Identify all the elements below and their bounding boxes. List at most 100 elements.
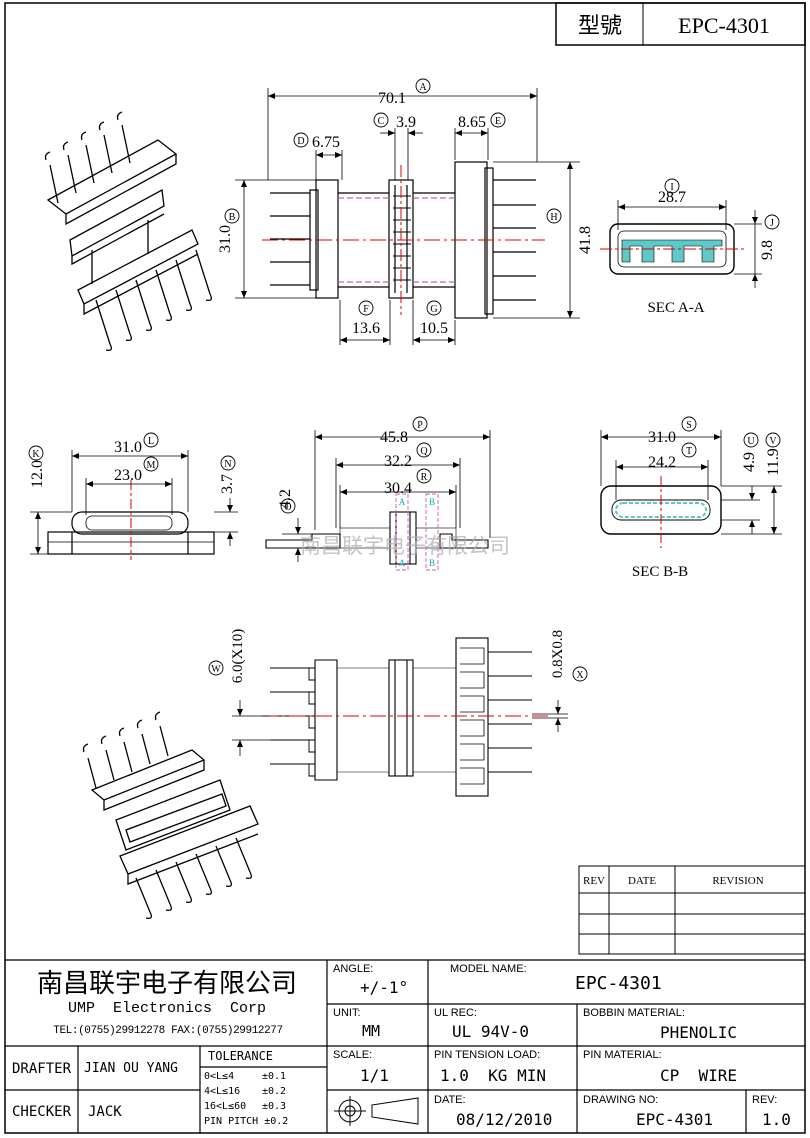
rev-col-revision: REVISION xyxy=(712,875,763,887)
dim-N: 3.7 xyxy=(219,474,236,494)
date-value: 08/12/2010 xyxy=(456,1110,553,1129)
marker-E: E xyxy=(495,116,501,127)
bobbin-material-value: PHENOLIC xyxy=(660,1023,738,1042)
dim-A: 70.1 xyxy=(378,90,406,107)
pin-tension-label: PIN TENSION LOAD: xyxy=(434,1049,541,1061)
cut-label-a-top: A xyxy=(399,497,406,507)
marker-G: G xyxy=(430,304,437,315)
rev-value: 1.0 xyxy=(762,1110,791,1129)
tolerance-value-3: ±0.3 xyxy=(262,1101,287,1112)
dim-E: 8.65 xyxy=(458,114,486,131)
tolerance-pin-pitch: PIN PITCH ±0.2 xyxy=(204,1116,289,1127)
header-model-label: 型號 xyxy=(578,13,622,38)
angle-value: +/-1° xyxy=(360,978,409,997)
dim-S: 31.0 xyxy=(648,429,676,446)
dim-D: 6.75 xyxy=(312,134,340,151)
ul-rec-value: UL 94V-0 xyxy=(452,1022,530,1041)
marker-H: H xyxy=(550,212,557,223)
dim-F: 13.6 xyxy=(352,320,380,337)
dim-J: 9.8 xyxy=(759,240,776,260)
drafter-value: JIAN OU YANG xyxy=(84,1061,178,1076)
bobbin-material-label: BOBBIN MATERIAL: xyxy=(583,1007,685,1019)
dim-M: 23.0 xyxy=(114,467,142,484)
scale-value: 1/1 xyxy=(360,1066,389,1085)
isometric-view-top xyxy=(44,111,212,352)
dim-V: 11.9 xyxy=(765,448,782,475)
dim-H: 41.8 xyxy=(577,226,594,254)
tolerance-value-1: ±0.1 xyxy=(262,1071,287,1082)
marker-O: O xyxy=(284,502,291,513)
dim-G: 10.5 xyxy=(420,320,448,337)
model-name-label: MODEL NAME: xyxy=(450,963,527,975)
watermark: 南昌联宇电子有限公司 xyxy=(300,534,510,558)
drafter-label: DRAFTER xyxy=(12,1061,72,1077)
dim-Q: 32.2 xyxy=(384,453,412,470)
angle-label: ANGLE: xyxy=(333,963,374,975)
marker-C: C xyxy=(378,116,385,127)
dim-K: 12.0 xyxy=(29,460,46,488)
marker-F: F xyxy=(363,304,369,315)
marker-I: I xyxy=(670,182,673,193)
scale-label: SCALE: xyxy=(333,1049,373,1061)
dim-T: 24.2 xyxy=(648,454,676,471)
tolerance-range-3: 16<L≤60 xyxy=(204,1101,247,1112)
marker-L: L xyxy=(148,436,154,447)
marker-M: M xyxy=(147,460,156,471)
model-name-value: EPC-4301 xyxy=(575,973,662,994)
isometric-view-bottom xyxy=(82,711,259,920)
marker-R: R xyxy=(421,472,428,483)
revision-table xyxy=(578,865,806,955)
checker-label: CHECKER xyxy=(12,1104,72,1120)
marker-V: V xyxy=(769,436,777,447)
tolerance-range-2: 4<L≤16 xyxy=(204,1086,241,1097)
dim-W: 6.0(X10) xyxy=(230,629,246,684)
dim-P: 45.8 xyxy=(380,429,408,446)
dim-C: 3.9 xyxy=(396,114,416,131)
dim-I: 28.7 xyxy=(658,189,686,206)
section-bb-view xyxy=(600,476,722,548)
marker-B: B xyxy=(229,212,236,223)
marker-Q: Q xyxy=(420,446,428,457)
pin-tension-value: 1.0 KG MIN xyxy=(440,1066,546,1085)
company-name-en: UMP Electronics Corp xyxy=(67,1000,267,1017)
unit-label: UNIT: xyxy=(333,1007,361,1019)
marker-P: P xyxy=(417,420,423,431)
section-bb-label: SEC B-B xyxy=(632,564,688,580)
pin-material-label: PIN MATERIAL: xyxy=(583,1049,662,1061)
drawing-frame xyxy=(4,2,806,1134)
marker-J: J xyxy=(770,218,774,229)
marker-A: A xyxy=(419,82,427,93)
date-label: DATE: xyxy=(434,1094,466,1106)
title-block-grid xyxy=(5,959,805,1133)
dim-U: 4.9 xyxy=(741,452,758,472)
marker-D: D xyxy=(297,136,304,147)
front-dimension-lines xyxy=(235,88,580,345)
marker-X: X xyxy=(576,670,584,681)
company-name-cn: 南昌联宇电子有限公司 xyxy=(36,969,297,999)
tolerance-label: TOLERANCE xyxy=(208,1049,274,1063)
marker-S: S xyxy=(686,420,692,431)
company-contact: TEL:(0755)29912278 FAX:(0755)29912277 xyxy=(53,1025,283,1037)
dim-L: 31.0 xyxy=(114,439,142,456)
cut-label-b-bottom: B xyxy=(429,558,435,568)
header-model-box: 型號 EPC-4301 xyxy=(555,2,806,46)
marker-W: W xyxy=(211,664,221,675)
dim-R: 30.4 xyxy=(384,480,412,497)
header-model-value: EPC-4301 xyxy=(678,13,770,38)
pin-material-value: CP WIRE xyxy=(660,1066,738,1085)
drawing-no-value: EPC-4301 xyxy=(636,1110,714,1129)
drawing-no-label: DRAWING NO: xyxy=(583,1094,659,1106)
tolerance-range-1: 0<L≤4 xyxy=(204,1071,235,1082)
marker-U: U xyxy=(747,436,755,447)
marker-N: N xyxy=(224,459,231,470)
tolerance-value-2: ±0.2 xyxy=(262,1086,287,1097)
marker-T: T xyxy=(686,446,692,457)
checker-value: JACK xyxy=(88,1104,122,1120)
cut-label-b-top: B xyxy=(429,497,435,507)
cut-label-a-bottom: A xyxy=(399,558,406,568)
ul-rec-label: UL REC: xyxy=(434,1007,477,1019)
section-aa-view xyxy=(600,223,744,275)
rev-label: REV: xyxy=(752,1094,778,1106)
bottom-view xyxy=(270,637,532,797)
dim-B: 31.0 xyxy=(217,225,234,253)
